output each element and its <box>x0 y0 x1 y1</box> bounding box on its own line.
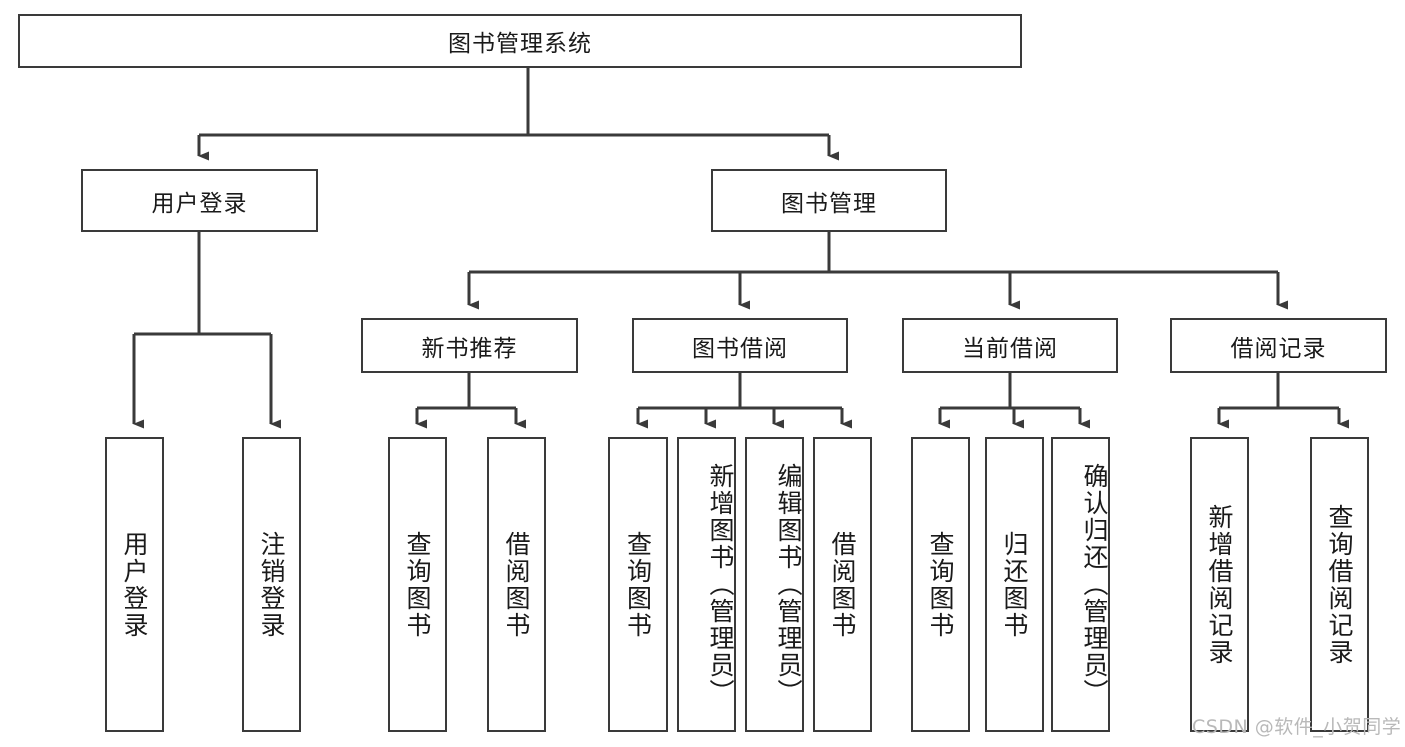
node-root-system[interactable]: 图书管理系统 <box>18 14 1022 68</box>
node-user-login[interactable]: 用户登录 <box>81 169 318 232</box>
node-leaf-edit-book[interactable]: 编辑图书（管理员） <box>745 437 804 732</box>
node-borrow-record[interactable]: 借阅记录 <box>1170 318 1387 373</box>
node-leaf-borrow-book-1[interactable]: 借阅图书 <box>487 437 546 732</box>
node-leaf-borrow-book-1-label: 借阅图书 <box>502 530 531 639</box>
node-leaf-user-logout-label: 注销登录 <box>257 530 286 639</box>
csdn-watermark: CSDN @软件_小贺同学 <box>1192 716 1402 738</box>
node-leaf-confirm-return[interactable]: 确认归还（管理员） <box>1051 437 1110 732</box>
node-new-book-rec[interactable]: 新书推荐 <box>361 318 578 373</box>
node-leaf-confirm-return-label: 确认归还（管理员） <box>1080 463 1109 706</box>
node-book-borrow[interactable]: 图书借阅 <box>632 318 848 373</box>
node-book-borrow-label: 图书借阅 <box>692 335 788 362</box>
node-leaf-borrow-book-2[interactable]: 借阅图书 <box>813 437 872 732</box>
node-leaf-add-record[interactable]: 新增借阅记录 <box>1190 437 1249 732</box>
node-leaf-query-book-3[interactable]: 查询图书 <box>911 437 970 732</box>
node-leaf-query-book-2[interactable]: 查询图书 <box>608 437 668 732</box>
node-leaf-add-record-label: 新增借阅记录 <box>1205 503 1234 666</box>
node-leaf-query-record[interactable]: 查询借阅记录 <box>1310 437 1369 732</box>
node-leaf-user-login-label: 用户登录 <box>120 530 149 639</box>
node-leaf-add-book-label: 新增图书（管理员） <box>706 463 735 706</box>
node-current-borrow-label: 当前借阅 <box>962 335 1058 362</box>
node-leaf-borrow-book-2-label: 借阅图书 <box>828 530 857 639</box>
node-leaf-query-book-1-label: 查询图书 <box>403 530 432 639</box>
node-leaf-query-record-label: 查询借阅记录 <box>1325 503 1354 666</box>
node-leaf-add-book[interactable]: 新增图书（管理员） <box>677 437 736 732</box>
node-current-borrow[interactable]: 当前借阅 <box>902 318 1118 373</box>
node-book-manage-label: 图书管理 <box>781 190 877 217</box>
node-leaf-edit-book-label: 编辑图书（管理员） <box>774 463 803 706</box>
node-leaf-user-login[interactable]: 用户登录 <box>105 437 164 732</box>
node-leaf-user-logout[interactable]: 注销登录 <box>242 437 301 732</box>
node-leaf-query-book-2-label: 查询图书 <box>623 530 653 639</box>
node-borrow-record-label: 借阅记录 <box>1230 335 1327 362</box>
node-book-manage[interactable]: 图书管理 <box>711 169 947 232</box>
node-leaf-return-book-label: 归还图书 <box>1000 530 1029 639</box>
node-new-book-rec-label: 新书推荐 <box>421 335 518 362</box>
node-leaf-query-book-3-label: 查询图书 <box>926 530 955 639</box>
node-leaf-return-book[interactable]: 归还图书 <box>985 437 1044 732</box>
node-user-login-label: 用户登录 <box>151 190 248 217</box>
node-root-label: 图书管理系统 <box>448 31 592 57</box>
node-leaf-query-book-1[interactable]: 查询图书 <box>388 437 447 732</box>
